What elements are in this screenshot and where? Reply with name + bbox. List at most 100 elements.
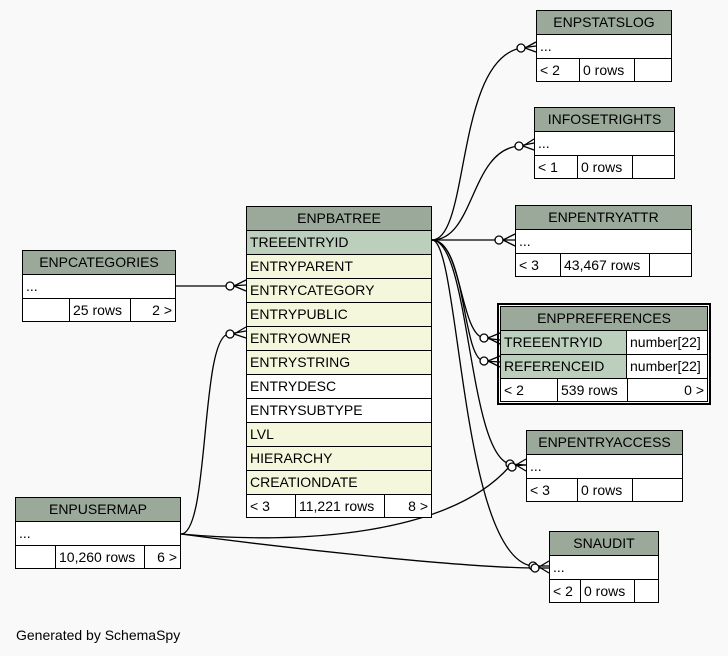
parents-count[interactable]: < 1 (538, 159, 558, 175)
edge-end-circle (494, 235, 504, 245)
edge-enpusermap-enpentryaccess (180, 464, 527, 539)
crows-foot (524, 41, 537, 53)
children-count (634, 580, 658, 602)
table-enpentryattr[interactable]: ENPENTRYATTR ... < 3 43,467 rows (515, 205, 692, 277)
crows-foot (538, 560, 550, 574)
table-title: SNAUDIT (550, 532, 658, 556)
column-entryparent[interactable]: ENTRYPARENT (247, 255, 431, 279)
table-footer: < 2 539 rows 0 > (501, 379, 707, 401)
edge-enpbatree-enpentryaccess (431, 239, 527, 466)
edge-end-circle (225, 281, 235, 291)
column-placeholder: ... (516, 230, 691, 254)
table-enppreferences[interactable]: ENPPREFERENCES TREEENTRYID number[22] RE… (497, 303, 711, 405)
table-enpentryaccess[interactable]: ENPENTRYACCESS ... < 3 0 rows (526, 430, 683, 502)
column-placeholder: ... (527, 455, 682, 479)
parents-count[interactable]: < 2 (540, 62, 560, 78)
table-enpcategories[interactable]: ENPCATEGORIES ... 25 rows 2 > (22, 250, 176, 322)
column-placeholder: ... (23, 275, 175, 299)
row-count: 11,221 rows (295, 495, 384, 517)
children-count[interactable]: 2 > (130, 299, 175, 321)
table-title: ENPENTRYATTR (516, 206, 691, 230)
table-footer: < 1 0 rows (535, 156, 674, 178)
edge-end-circle (514, 141, 524, 151)
column-treeentryid[interactable]: TREEENTRYID (247, 231, 431, 255)
table-enpbatree[interactable]: ENPBATREE TREEENTRYID ENTRYPARENT ENTRYC… (246, 206, 432, 518)
edge-end-circle (225, 329, 235, 339)
column-name: REFERENCEID (504, 358, 605, 374)
table-snaudit[interactable]: SNAUDIT ... < 2 0 rows (549, 531, 659, 603)
row-count: 0 rows (579, 59, 634, 81)
column-entrydesc[interactable]: ENTRYDESC (247, 375, 431, 399)
table-title: ENPSTATSLOG (537, 11, 671, 35)
row-count: 10,260 rows (55, 546, 144, 568)
table-footer: < 3 0 rows (527, 479, 682, 501)
crows-foot (487, 332, 501, 345)
edge-enpbatree-infosetrights (431, 142, 535, 241)
edge-end-circle (479, 356, 489, 366)
table-enpusermap[interactable]: ENPUSERMAP ... 10,260 rows 6 > (15, 497, 181, 569)
column-placeholder: ... (16, 522, 180, 546)
table-title: ENPUSERMAP (16, 498, 180, 522)
table-footer: < 3 43,467 rows (516, 254, 691, 276)
children-count (632, 479, 682, 501)
parents-count[interactable]: < 2 (553, 583, 573, 599)
table-title: ENPCATEGORIES (23, 251, 175, 275)
children-count: 0 > (627, 379, 707, 401)
parents-count (16, 546, 55, 568)
generated-by-credit: Generated by SchemaSpy (16, 627, 181, 643)
table-footer: < 2 0 rows (550, 580, 658, 602)
column-creationdate[interactable]: CREATIONDATE (247, 471, 431, 495)
column-entrypublic[interactable]: ENTRYPUBLIC (247, 303, 431, 327)
row-count: 0 rows (577, 156, 632, 178)
column-placeholder: ... (535, 132, 674, 156)
crows-foot (487, 355, 501, 368)
parents-count[interactable]: < 3 (530, 482, 550, 498)
edge-enpbatree-enpstatslog (431, 45, 537, 241)
table-footer: 25 rows 2 > (23, 299, 175, 321)
column-entrysubtype[interactable]: ENTRYSUBTYPE (247, 399, 431, 423)
column-lvl[interactable]: LVL (247, 423, 431, 447)
row-count: 43,467 rows (560, 254, 649, 276)
crows-foot (522, 138, 535, 151)
crows-foot (233, 279, 247, 292)
column-entrycategory[interactable]: ENTRYCATEGORY (247, 279, 431, 303)
table-enpstatslog[interactable]: ENPSTATSLOG ... < 2 0 rows (536, 10, 672, 82)
parents-count (23, 299, 69, 321)
crows-foot (502, 233, 516, 247)
children-count[interactable]: 6 > (144, 546, 180, 568)
column-referenceid[interactable]: REFERENCEID number[22] (501, 355, 707, 379)
edge-end-circle (507, 462, 517, 472)
column-hierarchy[interactable]: HIERARCHY (247, 447, 431, 471)
edge-end-circle (479, 333, 489, 343)
table-footer: < 2 0 rows (537, 59, 671, 81)
crows-foot (515, 458, 527, 472)
parents-count[interactable]: < 2 (504, 382, 524, 398)
column-entrystring[interactable]: ENTRYSTRING (247, 351, 431, 375)
column-entryowner[interactable]: ENTRYOWNER (247, 327, 431, 351)
table-infosetrights[interactable]: INFOSETRIGHTS ... < 1 0 rows (534, 107, 675, 179)
column-placeholder: ... (537, 35, 671, 59)
column-type: number[22] (626, 331, 707, 354)
column-type: number[22] (626, 355, 707, 378)
table-title: ENPPREFERENCES (501, 307, 707, 331)
children-count (634, 59, 671, 81)
row-count: 0 rows (580, 580, 634, 602)
row-count: 25 rows (69, 299, 130, 321)
table-footer: < 3 11,221 rows 8 > (247, 495, 431, 517)
parents-count[interactable]: < 3 (250, 498, 270, 514)
children-count (632, 156, 674, 178)
row-count: 0 rows (577, 479, 632, 501)
children-count[interactable]: 8 > (384, 495, 431, 517)
edge-enpusermap-enpbatree (180, 330, 247, 535)
column-placeholder: ... (550, 556, 658, 580)
edge-enpbatree-snaudit (431, 239, 549, 567)
column-treeentryid[interactable]: TREEENTRYID number[22] (501, 331, 707, 355)
row-count: 539 rows (557, 379, 627, 401)
parents-count[interactable]: < 3 (519, 257, 539, 273)
children-count (649, 254, 691, 276)
table-footer: 10,260 rows 6 > (16, 546, 180, 568)
table-title: INFOSETRIGHTS (535, 108, 674, 132)
edge-end-circle (530, 563, 540, 573)
edge-enpusermap-snaudit (180, 533, 549, 569)
